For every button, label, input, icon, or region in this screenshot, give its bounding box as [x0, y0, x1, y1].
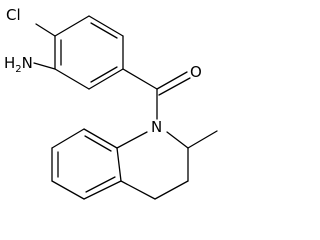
- bond-methyl: [187, 130, 218, 149]
- bond-double-inner: [84, 135, 112, 152]
- bond: [120, 180, 156, 200]
- molecule-drawing: Cl H2N O N: [4, 6, 218, 200]
- bond-carbonyl-o: [156, 71, 188, 90]
- bond: [51, 180, 85, 200]
- bond: [116, 147, 122, 182]
- bond: [88, 68, 124, 90]
- amine-label: H2N: [4, 54, 33, 75]
- bond-double-inner: [85, 176, 116, 193]
- benzene-ring-bottom: [51, 128, 122, 200]
- tetrahydroquinoline-ring: [116, 131, 189, 200]
- bond: [154, 180, 189, 200]
- bond-double-inner: [90, 66, 118, 83]
- ring-nitrogen-label: N: [151, 118, 162, 136]
- bond: [116, 131, 148, 149]
- structure-diagram: Cl H2N O N: [4, 6, 218, 200]
- bond-carbonyl-o-double: [158, 77, 191, 96]
- bond-c-nh2: [33, 62, 56, 70]
- bond: [51, 128, 85, 149]
- bond: [83, 180, 122, 200]
- bond: [54, 15, 90, 37]
- chlorine-label: Cl: [6, 6, 21, 24]
- bond-double-inner: [90, 22, 118, 39]
- bond-c-cl: [35, 23, 56, 37]
- benzene-ring-top: [54, 15, 124, 90]
- bond-ring-carbonyl: [122, 68, 158, 90]
- bond: [166, 131, 189, 149]
- carbonyl-oxygen-label: O: [190, 63, 202, 81]
- bond: [88, 15, 124, 37]
- bond: [83, 128, 118, 149]
- bond: [54, 68, 90, 90]
